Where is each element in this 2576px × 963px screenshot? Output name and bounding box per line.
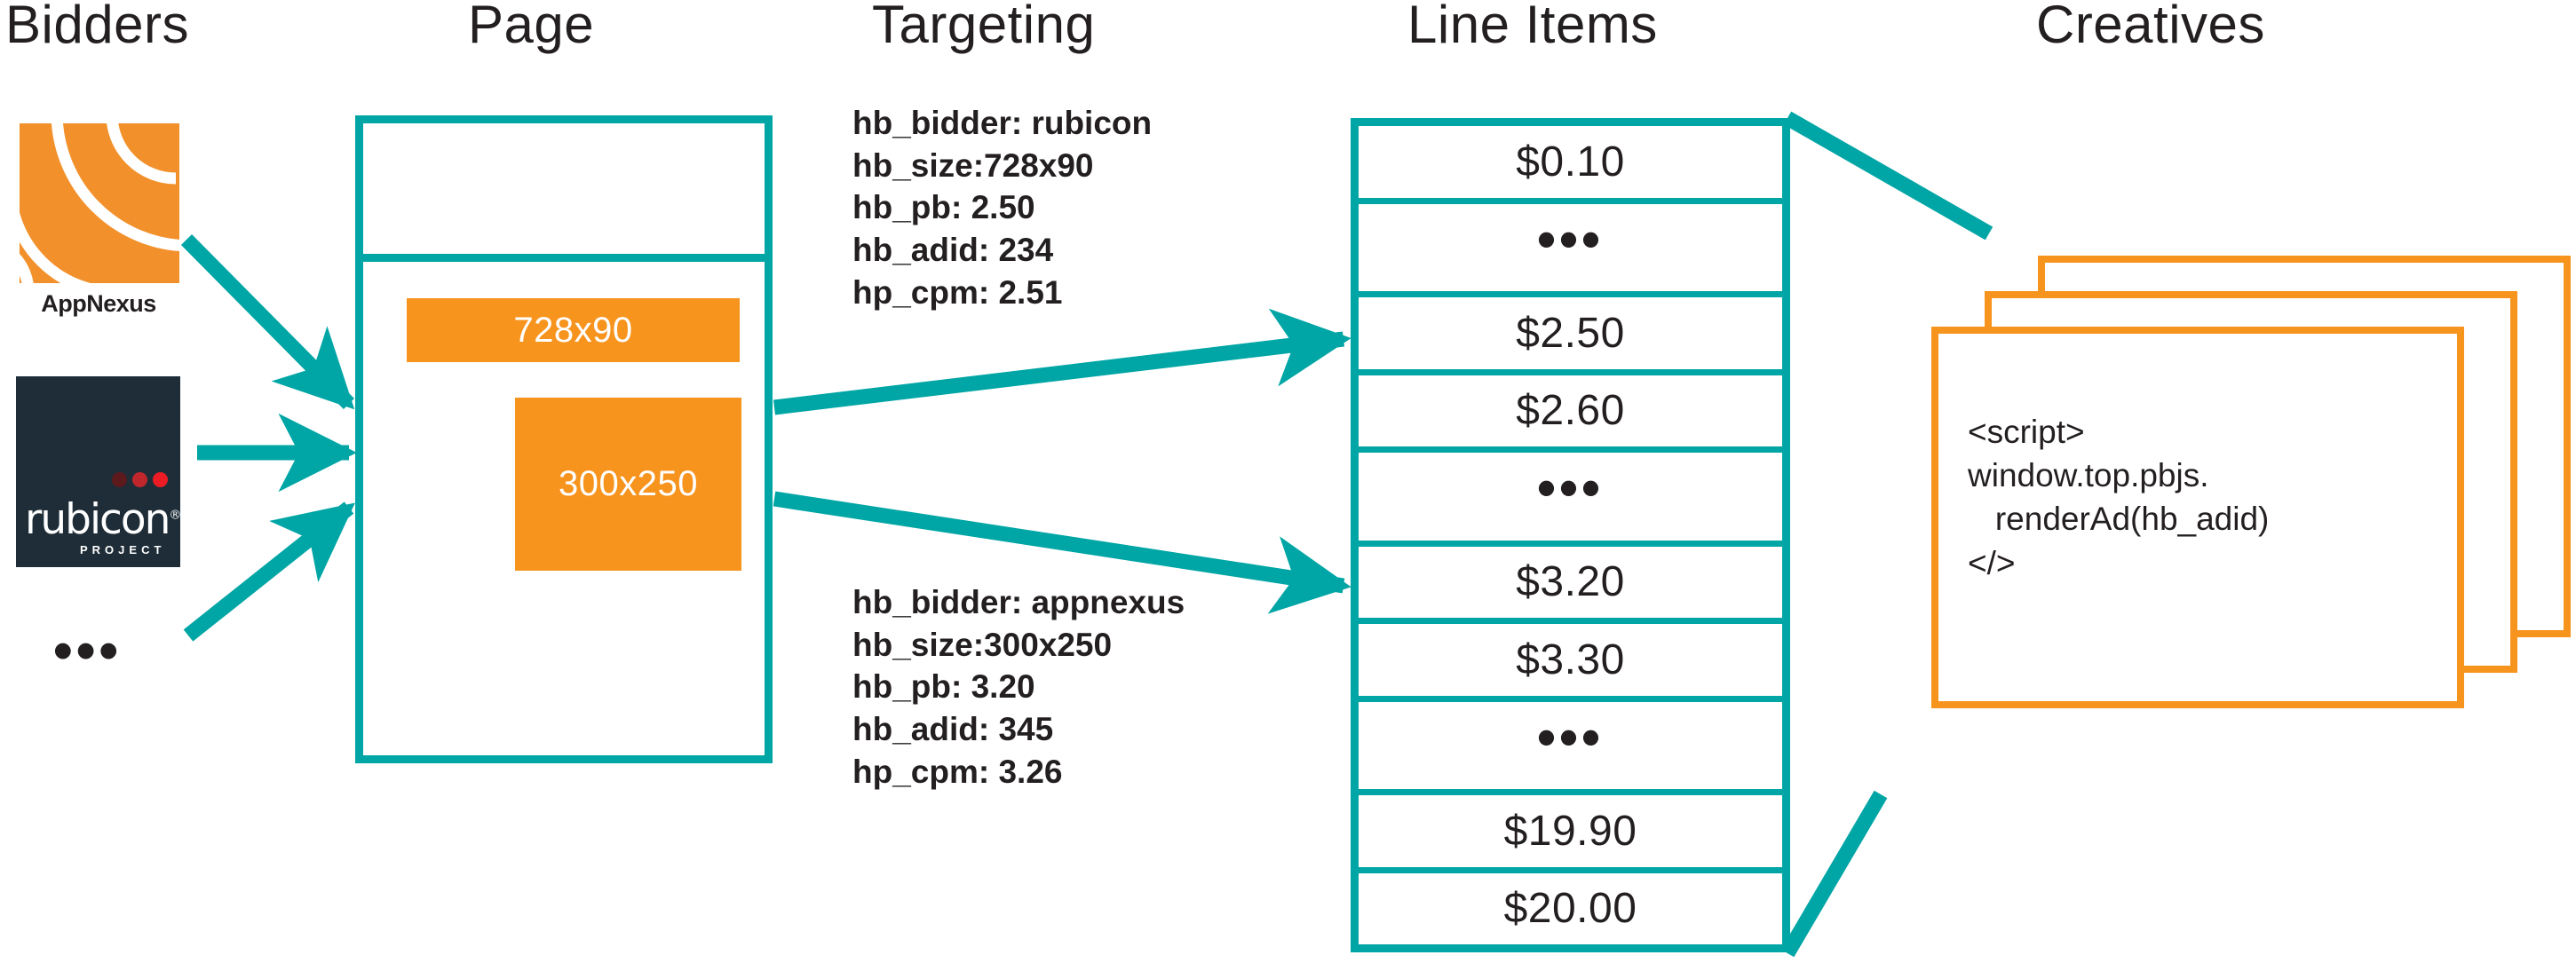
appnexus-logo-icon [20, 123, 179, 283]
targeting-line: hb_adid: 234 [852, 232, 1054, 269]
rubicon-tagline: PROJECT [80, 543, 166, 556]
targeting-line: hb_pb: 3.20 [852, 668, 1035, 706]
arrow-page-to-line-item-250 [773, 308, 1351, 415]
leader-line-items-to-creatives-top [1783, 111, 1993, 241]
rubicon-wordmark: rubicon® [25, 495, 181, 544]
line-item-row: ••• [1359, 453, 1782, 541]
arrow-page-to-line-item-320 [773, 491, 1351, 614]
arrow-more-bidders-to-page [183, 501, 355, 642]
targeting-line: hb_bidder: appnexus [852, 584, 1185, 620]
targeting-line: hb_size:728x90 [852, 146, 1094, 184]
targeting-line: hb_pb: 2.50 [852, 189, 1035, 226]
targeting-line: hb_size:300x250 [852, 626, 1113, 663]
line-item-row: $2.60 [1359, 375, 1782, 446]
targeting-block-rubicon: hb_bidder: rubicon hb_size:728x90 hb_pb:… [852, 102, 1152, 314]
column-heading-bidders: Bidders [5, 0, 189, 54]
ad-slot-728x90: 728x90 [407, 298, 740, 362]
line-item-row: ••• [1359, 701, 1782, 789]
column-heading-page: Page [468, 0, 595, 54]
line-item-row: $20.00 [1359, 872, 1782, 944]
bidders-more-ellipsis: ••• [53, 620, 123, 682]
column-heading-line-items: Line Items [1407, 0, 1658, 54]
creative-card-front: <script> window.top.pbjs. renderAd(hb_ad… [1931, 327, 2464, 708]
line-item-row: $2.50 [1359, 297, 1782, 369]
line-item-row: $19.90 [1359, 795, 1782, 867]
targeting-block-appnexus: hb_bidder: appnexus hb_size:300x250 hb_p… [852, 581, 1185, 793]
arrow-appnexus-to-page [180, 234, 355, 410]
line-item-row: $3.30 [1359, 624, 1782, 696]
line-item-row: $0.10 [1359, 126, 1782, 198]
targeting-line: hp_cpm: 3.26 [852, 753, 1063, 790]
column-heading-targeting: Targeting [872, 0, 1096, 54]
line-item-row: ••• [1359, 203, 1782, 291]
targeting-line: hb_adid: 345 [852, 711, 1054, 748]
ad-slot-300x250: 300x250 [515, 398, 741, 571]
targeting-line: hb_bidder: rubicon [852, 105, 1153, 141]
creative-code-snippet: <script> window.top.pbjs. renderAd(hb_ad… [1968, 414, 2270, 581]
leader-line-items-to-creatives-bottom [1780, 790, 1888, 958]
line-item-row: $3.20 [1359, 546, 1782, 618]
targeting-line: hp_cpm: 2.51 [852, 273, 1063, 311]
line-items-table: $0.10 ••• $2.50 $2.60 ••• $3.20 $3.30 ••… [1351, 118, 1790, 952]
rubicon-project-logo-icon: rubicon® PROJECT [16, 376, 181, 567]
column-heading-creatives: Creatives [2036, 0, 2265, 54]
rubicon-dots-icon [112, 472, 168, 487]
appnexus-wordmark: AppNexus [41, 290, 156, 317]
